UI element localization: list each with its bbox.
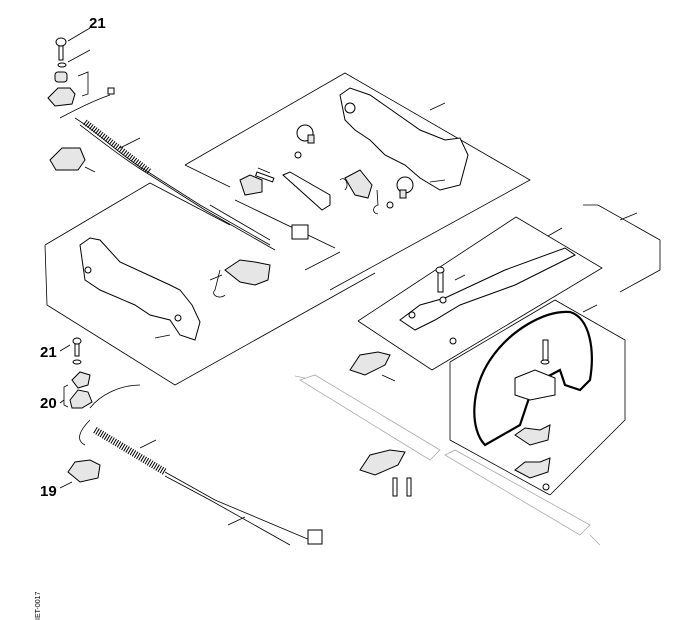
frame-control-handle bbox=[44, 182, 376, 386]
frame-handle-housing bbox=[184, 72, 531, 291]
screw-21-top bbox=[55, 27, 91, 68]
throttle-cable-bottom bbox=[79, 384, 323, 546]
loop-handle bbox=[473, 310, 593, 491]
shaft-tube bbox=[294, 374, 601, 546]
handle-housing-top bbox=[239, 87, 469, 215]
callout-20: 20 bbox=[40, 395, 57, 412]
loop-handle-bracket bbox=[399, 247, 576, 345]
frame-loop-handle bbox=[357, 204, 661, 496]
tube-clamps bbox=[349, 351, 412, 497]
drawing-code: IET-0017 bbox=[35, 591, 42, 620]
callout-21-mid: 21 bbox=[40, 344, 57, 361]
switch-parts-bottom bbox=[59, 337, 101, 489]
callout-19: 19 bbox=[40, 483, 57, 500]
control-handle bbox=[79, 237, 271, 341]
switch-parts-top bbox=[47, 71, 115, 173]
throttle-cable-top bbox=[74, 117, 309, 251]
callout-21-top: 21 bbox=[89, 15, 106, 32]
